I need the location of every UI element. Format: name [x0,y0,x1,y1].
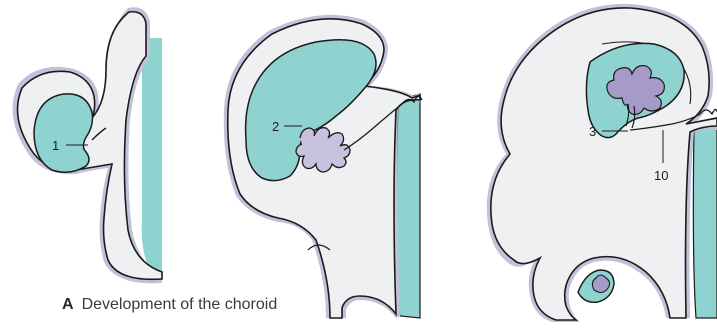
caption-letter: A [62,296,74,313]
stage-3-right-ventricle [693,124,717,318]
callout-label-10: 10 [654,168,668,183]
caption-text: Development of the choroid [82,296,278,313]
callout-label-3: 3 [589,124,596,139]
stage-1-ventricle [34,94,93,172]
stage-3-diagram: 3 10 [487,4,717,322]
stage-2-diagram: 2 [224,15,422,318]
stage-1-right-ventricle [142,38,162,272]
figure-caption: A Development of the choroid [62,296,277,314]
callout-label-1: 1 [52,138,59,153]
callout-label-2: 2 [272,119,279,134]
stage-2-right-ventricle [396,94,421,318]
stage-2-choroid-folds [296,128,350,172]
stage-1-diagram: 1 [13,7,162,283]
